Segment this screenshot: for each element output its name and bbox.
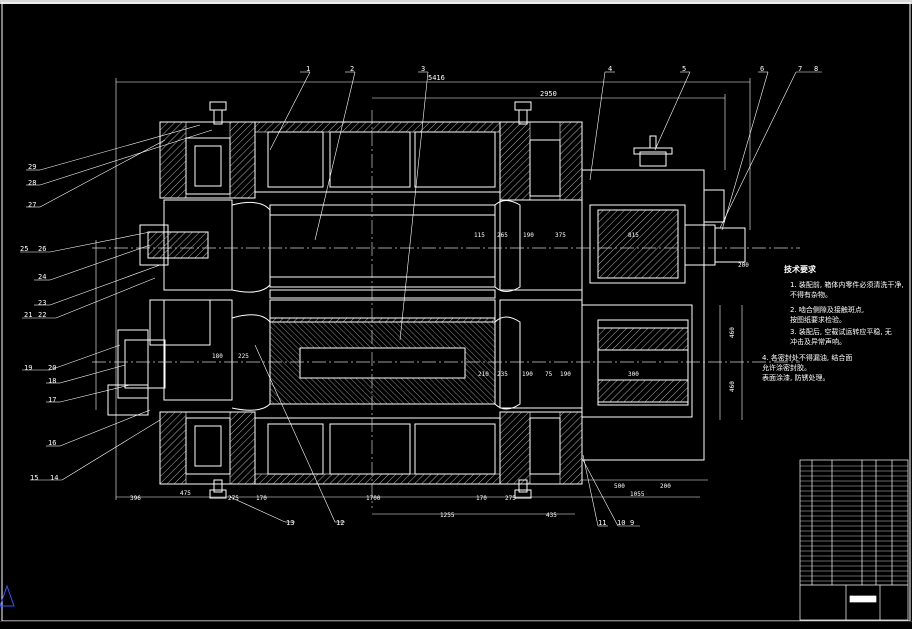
dim-value: 190 — [560, 371, 571, 378]
part-label: 23 — [38, 299, 46, 307]
dim-upper-span: 2950 — [540, 90, 557, 98]
part-label: 19 — [24, 364, 32, 372]
triangle-warning-icon[interactable] — [0, 584, 15, 607]
part-label: 17 — [48, 396, 56, 404]
part-label: 4 — [608, 65, 612, 73]
part-label: 22 — [38, 311, 46, 319]
note-line: 按图纸要求检验。 — [790, 315, 846, 324]
part-label: 20 — [48, 364, 56, 372]
part-label: 5 — [682, 65, 686, 73]
part-label: 16 — [48, 439, 56, 447]
dim-value: 190 — [522, 371, 533, 378]
part-label: 3 — [421, 65, 425, 73]
upper-roll — [231, 200, 521, 293]
part-label: 28 — [28, 179, 36, 187]
gearbox — [581, 135, 746, 461]
dimension-lines — [95, 78, 751, 515]
dim-value: 375 — [555, 232, 566, 239]
bolts — [209, 101, 532, 499]
dim-overall: 5416 — [428, 74, 445, 82]
dim-value: 1055 — [630, 491, 645, 498]
left-shaft-ends — [107, 224, 211, 416]
dim-value: 435 — [546, 512, 557, 519]
note-line: 表面涂漆, 防锈处理。 — [762, 373, 829, 382]
dim-value: 275 — [505, 495, 516, 502]
note-line: 1. 装配前, 箱体内零件必须清洗干净, — [790, 280, 904, 289]
part-label: 14 — [50, 474, 58, 482]
dim-value: 300 — [628, 371, 639, 378]
part-label: 25 — [20, 245, 28, 253]
mid-plates — [269, 289, 496, 323]
dimension-values: 5416 2950 396 475 275 170 1700 170 275 1… — [130, 74, 749, 519]
part-label: 7 — [798, 65, 802, 73]
dim-value: 210 — [478, 371, 489, 378]
housing-right — [499, 121, 583, 485]
dim-value: 460 — [729, 327, 736, 338]
part-label: 11 — [598, 519, 606, 527]
dim-value: 475 — [180, 490, 191, 497]
window-top-edge — [0, 0, 912, 4]
note-line: 允许涂密封胶。 — [762, 363, 811, 372]
note-line: 4. 各密封处不得漏油, 结合面 — [762, 353, 852, 362]
title-block — [799, 459, 909, 621]
note-line: 2. 啮合侧隙及接触斑点, — [790, 305, 864, 314]
dim-value: 170 — [476, 495, 487, 502]
part-label: 29 — [28, 163, 36, 171]
frame-beams — [254, 121, 501, 485]
part-label: 27 — [28, 201, 36, 209]
center-lines — [92, 110, 800, 508]
parts-list-rows — [800, 465, 908, 582]
lower-roll — [231, 314, 521, 411]
dim-value: 1700 — [366, 495, 381, 502]
dim-value: 460 — [729, 381, 736, 392]
note-line: 不得有杂物。 — [790, 290, 832, 299]
note-line: 3. 装配后, 空载试运转应平稳, 无 — [790, 327, 892, 336]
dim-value: 265 — [497, 232, 508, 239]
status-bar — [0, 621, 912, 629]
part-label: 15 — [30, 474, 38, 482]
dim-value: 75 — [545, 371, 553, 378]
part-label: 8 — [814, 65, 818, 73]
dim-value: 500 — [614, 483, 625, 490]
part-label: 13 — [286, 519, 294, 527]
technical-notes: 技术要求 1. 装配前, 箱体内零件必须清洗干净, 不得有杂物。 2. 啮合侧隙… — [762, 264, 904, 382]
dim-value: 115 — [474, 232, 485, 239]
dim-value: 396 — [130, 495, 141, 502]
part-label: 6 — [760, 65, 764, 73]
dim-value: 225 — [238, 353, 249, 360]
dim-value: 170 — [256, 495, 267, 502]
part-label: 21 — [24, 311, 32, 319]
part-labels: 1 2 3 4 5 6 7 8 9 10 11 12 13 14 15 16 1… — [20, 65, 818, 527]
notes-title: 技术要求 — [784, 264, 817, 274]
dim-value: 190 — [523, 232, 534, 239]
leader-lines — [20, 71, 822, 527]
part-label: 9 — [630, 519, 634, 527]
part-label: 24 — [38, 273, 46, 281]
dim-value: 1255 — [440, 512, 455, 519]
note-line: 冲击及异常声响。 — [790, 337, 846, 346]
part-label: 26 — [38, 245, 46, 253]
housing-hatch — [159, 121, 583, 485]
part-label: 10 — [617, 519, 625, 527]
part-label: 2 — [350, 65, 354, 73]
dim-value: 180 — [212, 353, 223, 360]
dim-value: 200 — [660, 483, 671, 490]
dim-value: 275 — [228, 495, 239, 502]
part-label: 1 — [306, 65, 310, 73]
dim-value: 200 — [738, 262, 749, 269]
part-label: 18 — [48, 377, 56, 385]
dim-value: 815 — [628, 232, 639, 239]
part-label: 12 — [336, 519, 344, 527]
dim-value: 235 — [497, 371, 508, 378]
